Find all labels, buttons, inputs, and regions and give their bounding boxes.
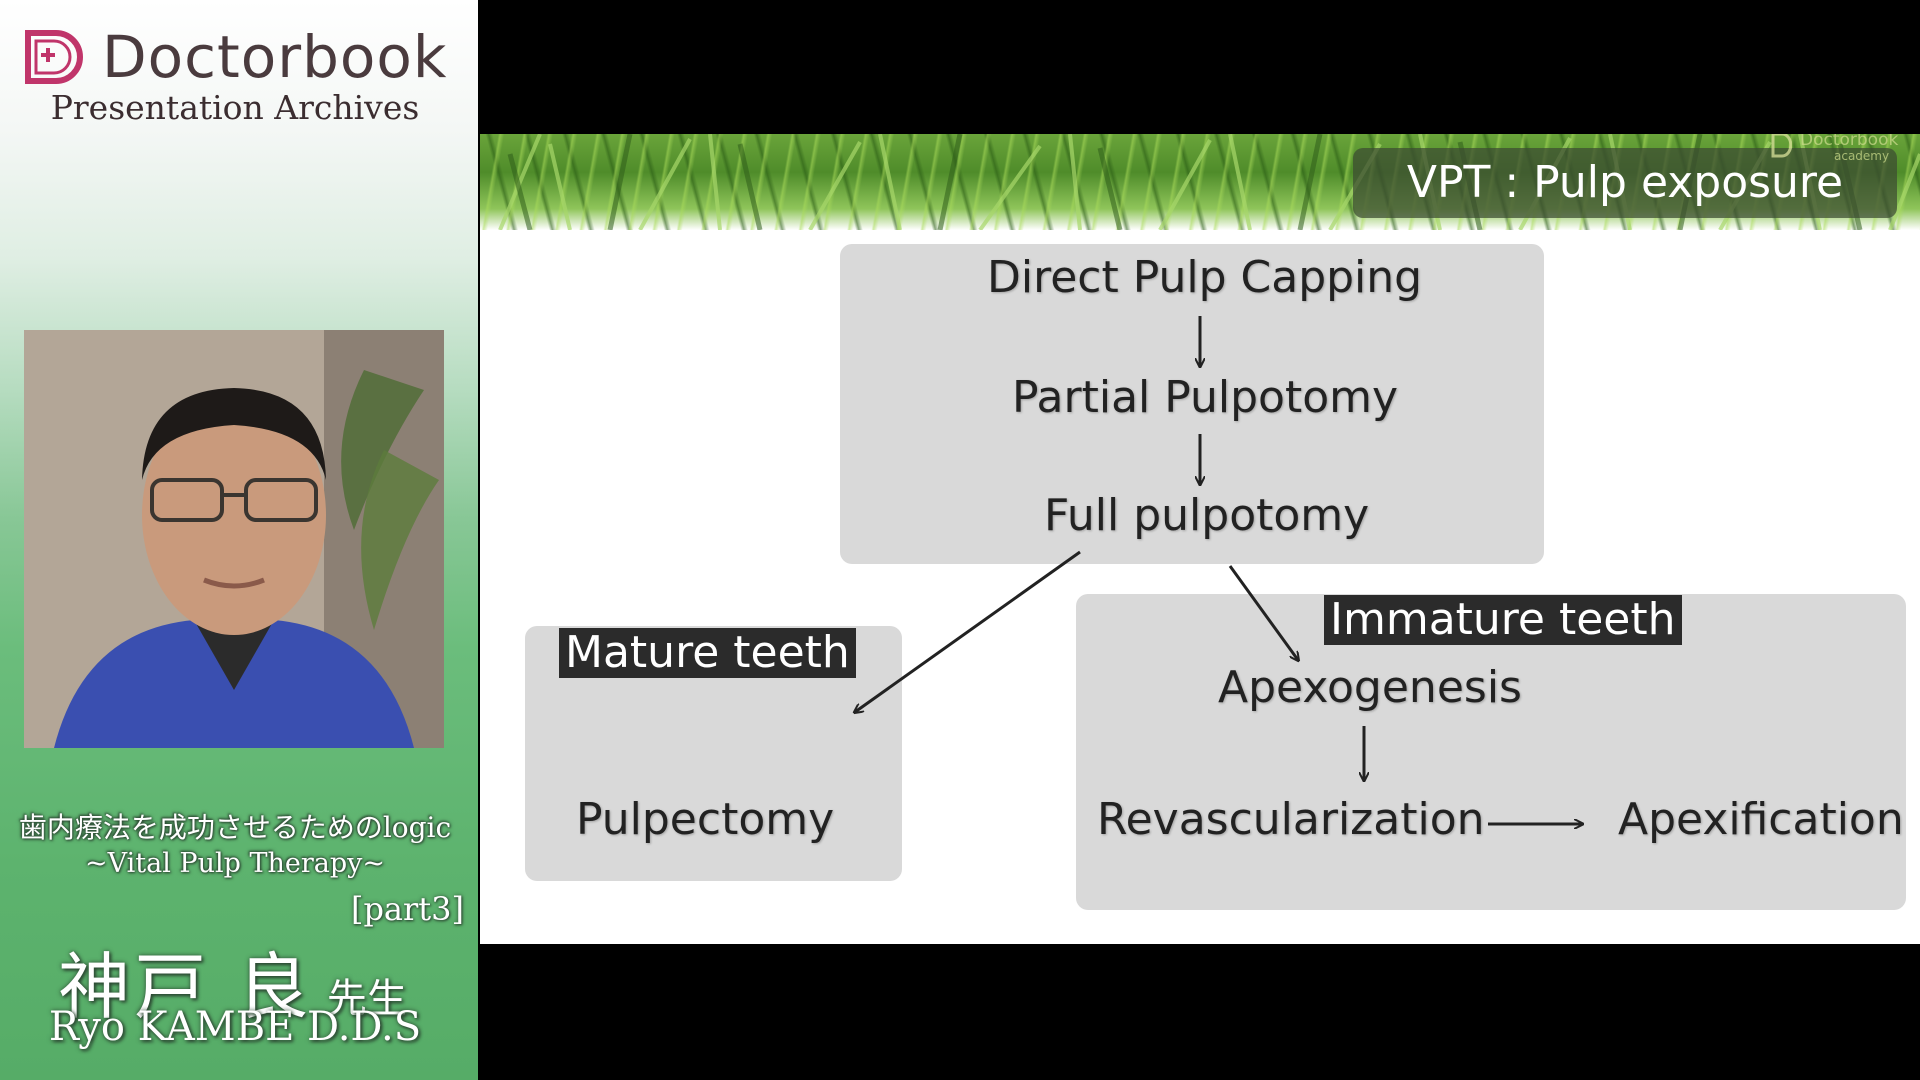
sidebar: Doctorbook Presentation Archives 歯内療法を成功… [0, 0, 478, 1080]
slide-banner: VPT : Pulp exposure Doctorbook academy [480, 134, 1920, 230]
node-revascularization: Revascularization [1097, 794, 1485, 845]
speaker-honorific: 先生 [326, 976, 407, 1022]
flow-arrows [480, 316, 1920, 944]
node-full-pulpotomy: Full pulpotomy [1044, 490, 1370, 541]
arrow-full-to-mature [855, 550, 1081, 712]
watermark-logo-icon [1771, 134, 1792, 158]
watermark-text: Doctorbook [1800, 134, 1899, 150]
speaker-name-jp: 神戸 良先生 [58, 928, 407, 1033]
series-title: 歯内療法を成功させるためのlogic [18, 811, 452, 844]
node-apexogenesis: Apexogenesis [1218, 662, 1522, 713]
tag-mature-teeth: Mature teeth [559, 628, 856, 678]
speaker-video [24, 330, 444, 748]
series-part: [part3] [350, 890, 464, 928]
series-subtitle: ~Vital Pulp Therapy~ [84, 848, 386, 879]
node-pulpectomy: Pulpectomy [576, 794, 835, 845]
speaker-name-en: Ryo KAMBE D.D.S [48, 1004, 422, 1050]
watermark: Doctorbook academy [1770, 134, 1910, 170]
brand-subtitle: Presentation Archives [50, 88, 420, 127]
speaker-photo-icon [24, 330, 444, 748]
slide-title: VPT : Pulp exposure [1353, 148, 1897, 218]
node-apexification: Apexification [1618, 794, 1904, 845]
doctorbook-logo-icon [25, 30, 83, 84]
node-partial-pulpotomy: Partial Pulpotomy [1012, 372, 1399, 423]
pulpotomy-box [840, 244, 1544, 564]
presentation-slide: VPT : Pulp exposure Doctorbook academy D… [480, 134, 1920, 944]
brand-name: Doctorbook [102, 23, 448, 91]
node-direct-pulp-capping: Direct Pulp Capping [987, 252, 1423, 303]
watermark-sub: academy [1834, 149, 1890, 163]
immature-teeth-box [1076, 594, 1906, 910]
arrow-full-to-immature [1228, 565, 1298, 660]
tag-immature-teeth: Immature teeth [1324, 595, 1682, 645]
speaker-name-jp-text: 神戸 良 [58, 945, 313, 1029]
brand-logo: Doctorbook [22, 22, 447, 92]
